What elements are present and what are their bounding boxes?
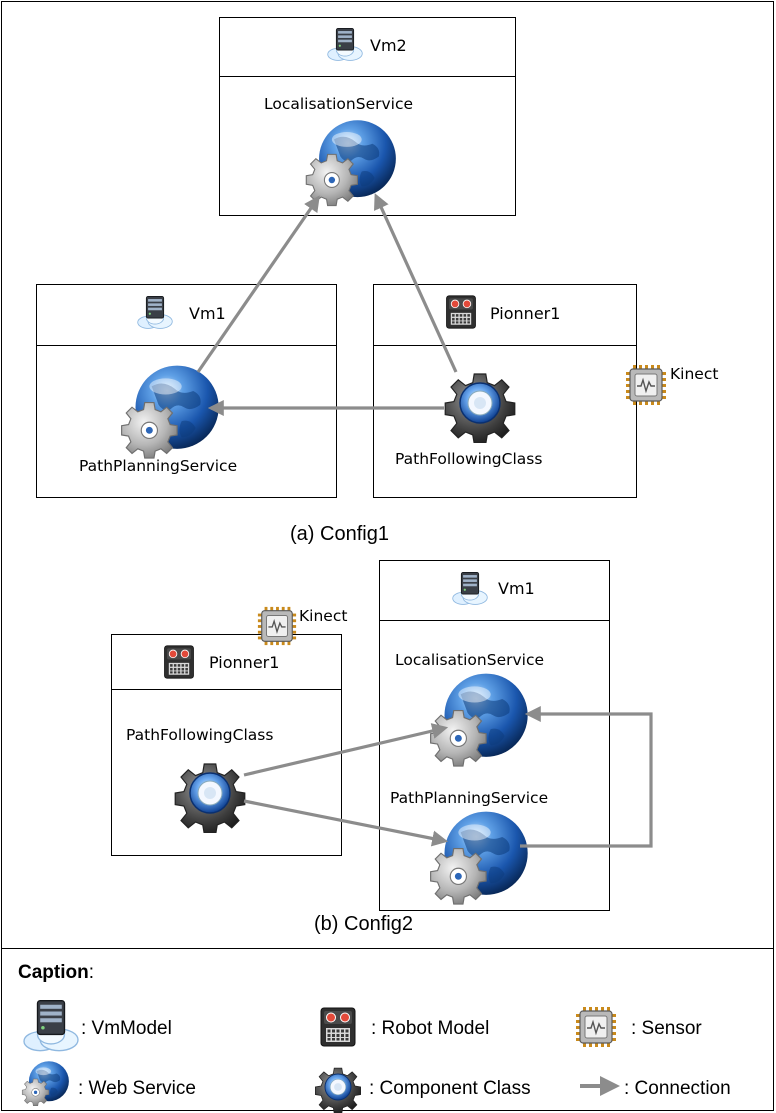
config2-vm1-title: Vm1 [498,579,535,598]
vm2-header: Vm2 [220,18,515,77]
sensor-icon [574,1005,618,1049]
vm-model-icon [20,998,82,1052]
config1-caption: (a) Config1 [290,523,389,545]
path-planning-service-label: PathPlanningService [79,457,238,475]
legend-connection: : Connection [624,1078,731,1099]
connection-arrow [520,706,653,848]
config2-path-planning-service-label: PathPlanningService [390,789,549,807]
vm1-title: Vm1 [189,304,226,323]
legend-separator [1,948,774,949]
connection-arrow [243,799,449,847]
web-service-icon [20,1059,70,1109]
config2-path-following-class-label: PathFollowingClass [126,726,274,744]
connection-arrow [243,723,449,777]
vm2-box: Vm2 LocalisationService [219,17,516,216]
vm1-box: Vm1 PathPlanningService [36,284,337,498]
config2-pionner1-box: Pionner1 PathFollowingClass [111,634,342,856]
kinect-label: Kinect [670,365,719,383]
config2-vm1-header: Vm1 [380,561,609,621]
legend-component-class: : Component Class [369,1078,531,1099]
config2-caption: (b) Config2 [314,913,413,935]
connection-arrow [374,193,458,373]
pionner1-box: Pionner1 PathFollowingClass [373,284,637,498]
localisation-service-label: LocalisationService [264,95,414,113]
pionner1-header: Pionner1 [374,285,636,346]
config2-kinect-label: Kinect [299,607,348,625]
component-class-icon [310,1061,366,1113]
legend-sensor: : Sensor [631,1018,702,1039]
connection-arrow [196,195,320,373]
connection-arrow-icon [580,1076,620,1096]
vm2-title: Vm2 [370,36,407,55]
legend-robot-model: : Robot Model [371,1018,490,1039]
pionner1-title: Pionner1 [490,304,561,323]
path-following-class-label: PathFollowingClass [395,450,543,468]
robot-model-icon [318,1005,358,1049]
legend-title: Caption: [18,962,94,983]
config2-pionner1-title: Pionner1 [209,653,280,672]
config2-localisation-service-label: LocalisationService [395,651,545,669]
config2-pionner1-header: Pionner1 [112,635,341,690]
legend-web-service: : Web Service [78,1078,196,1099]
legend-vm-model: : VmModel [81,1018,172,1039]
vm1-header: Vm1 [37,285,336,346]
